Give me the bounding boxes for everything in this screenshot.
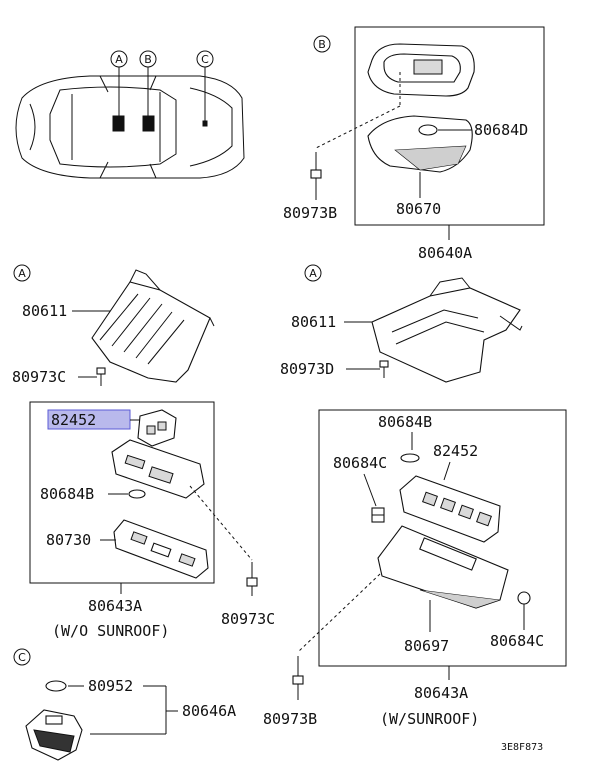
label-80973B-bottom: 80973B — [263, 710, 317, 728]
label-80611-right: 80611 — [291, 313, 336, 331]
label-80640A: 80640A — [418, 244, 472, 262]
lamp-housing-b — [367, 43, 475, 97]
label-80684B-left: 80684B — [40, 485, 94, 503]
label-80973C-mid: 80973C — [221, 610, 275, 628]
svg-text:A: A — [18, 267, 26, 280]
label-80611-left: 80611 — [22, 302, 67, 320]
note-wo-sunroof: (W/O SUNROOF) — [52, 622, 169, 640]
label-80730: 80730 — [46, 531, 91, 549]
label-80973B-top: 80973B — [283, 204, 337, 222]
lens-80670 — [367, 115, 473, 173]
note-w-sunroof: (W/SUNROOF) — [380, 710, 479, 728]
car-outline — [15, 67, 245, 179]
section-wo-sunroof-frame — [29, 401, 215, 584]
bulb-80684C-right2 — [517, 591, 531, 605]
svg-text:B: B — [318, 38, 326, 51]
label-80670: 80670 — [396, 200, 441, 218]
screw-80973B-top — [310, 152, 322, 200]
svg-text:A: A — [115, 53, 123, 66]
label-80973D: 80973D — [280, 360, 334, 378]
label-80697: 80697 — [404, 637, 449, 655]
car-marker-c — [202, 120, 208, 127]
callout-c-car: C — [196, 50, 214, 68]
label-80684B-right: 80684B — [378, 413, 432, 431]
label-80952: 80952 — [88, 677, 133, 695]
screw-80973C-mid — [246, 562, 258, 596]
label-82452-right: 82452 — [433, 442, 478, 460]
svg-text:B: B — [144, 53, 152, 66]
svg-text:A: A — [309, 267, 317, 280]
bulb-80684B-right — [400, 453, 420, 463]
lens-80730 — [113, 519, 209, 579]
bulb-80684C-right1 — [371, 507, 385, 523]
car-marker-a — [112, 115, 125, 132]
bulb-80684D — [418, 124, 472, 136]
bulb-80684B-left — [128, 489, 146, 499]
callout-b-car: B — [139, 50, 157, 68]
lamp-80646A — [25, 709, 83, 761]
switch-82452-right — [399, 475, 501, 543]
label-80643A-left: 80643A — [88, 597, 142, 615]
callout-a-left: A — [13, 264, 31, 282]
callout-c-section: C — [13, 648, 31, 666]
label-80643A-right: 80643A — [414, 684, 468, 702]
section-w-sunroof-frame — [318, 409, 567, 667]
label-80684C-right2: 80684C — [490, 632, 544, 650]
callout-a-car: A — [110, 50, 128, 68]
bracket-80611-right — [371, 277, 523, 383]
housing-80697 — [377, 525, 509, 609]
label-80684C-right1: 80684C — [333, 454, 387, 472]
bulb-80952 — [45, 680, 67, 692]
bracket-80611-left — [91, 269, 215, 383]
switch-82452-left — [137, 409, 177, 447]
label-82452-left[interactable]: 82452 — [51, 411, 96, 429]
svg-text:C: C — [18, 651, 26, 664]
label-80646A: 80646A — [182, 702, 236, 720]
housing-left — [111, 439, 205, 499]
diagram-code: 3E8F873 — [501, 742, 543, 753]
label-80684D: 80684D — [474, 121, 528, 139]
screw-80973C-left — [96, 367, 106, 386]
svg-text:C: C — [201, 53, 209, 66]
car-marker-b — [142, 115, 155, 132]
screw-80973D — [379, 360, 389, 378]
screw-80973B-bottom — [292, 656, 304, 700]
callout-a-right: A — [304, 264, 322, 282]
label-80973C-left: 80973C — [12, 368, 66, 386]
callout-b-section: B — [313, 35, 331, 53]
